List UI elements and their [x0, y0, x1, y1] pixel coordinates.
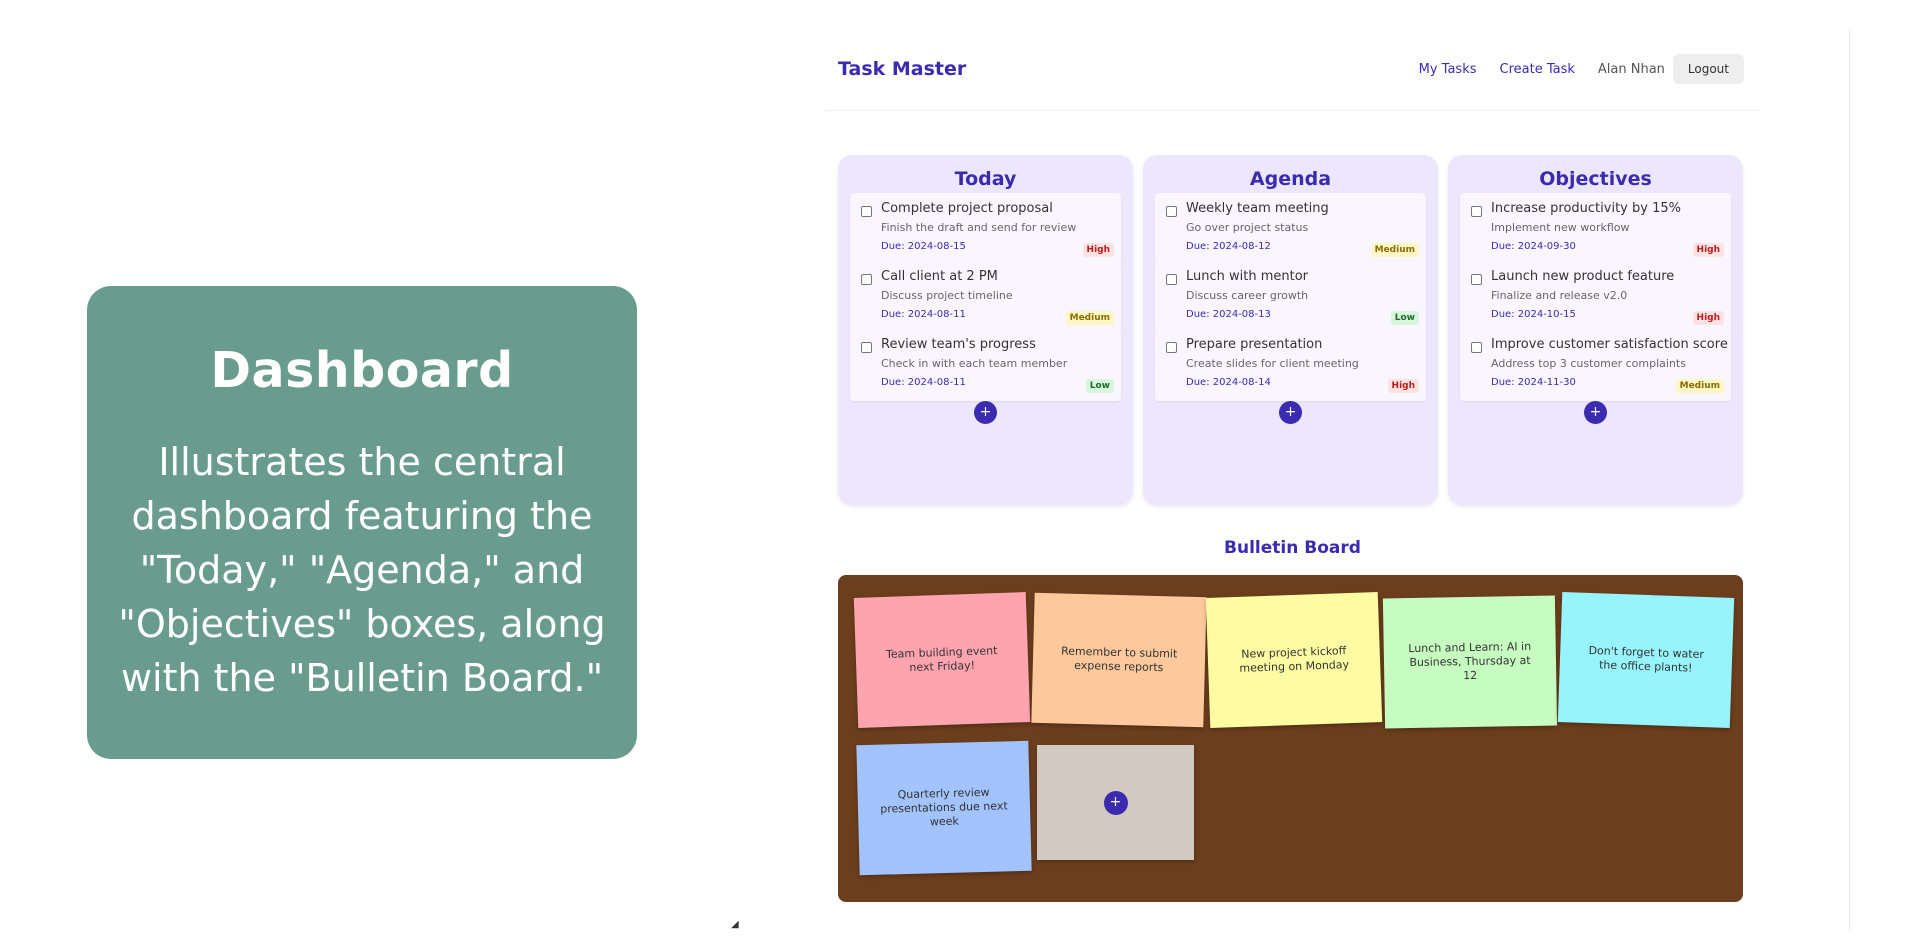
task-due-date: Due: 2024-08-12: [1186, 241, 1271, 252]
priority-badge: High: [1692, 243, 1724, 257]
task-card[interactable]: Launch new product feature Finalize and …: [1460, 261, 1731, 333]
task-due-date: Due: 2024-08-11: [881, 377, 966, 388]
task-title: Lunch with mentor: [1186, 269, 1309, 284]
task-card[interactable]: Increase productivity by 15% Implement n…: [1460, 193, 1731, 265]
add-task-button[interactable]: +: [974, 401, 997, 424]
add-task-button[interactable]: +: [1279, 401, 1302, 424]
task-description: Discuss project timeline: [881, 289, 1013, 302]
frame-divider: [1849, 30, 1850, 930]
task-title: Launch new product feature: [1491, 269, 1675, 284]
task-description: Address top 3 customer complaints: [1491, 357, 1686, 370]
task-due-date: Due: 2024-08-15: [881, 241, 966, 252]
task-description: Discuss career growth: [1186, 289, 1309, 302]
task-due-date: Due: 2024-09-30: [1491, 241, 1576, 252]
nav-my-tasks[interactable]: My Tasks: [1418, 61, 1477, 77]
box-title: Agenda: [1249, 168, 1332, 190]
task-description: Create slides for client meeting: [1186, 357, 1359, 370]
task-description: Go over project status: [1186, 221, 1309, 234]
add-note-button[interactable]: +: [1103, 790, 1128, 815]
task-card[interactable]: Complete project proposal Finish the dra…: [850, 193, 1121, 265]
task-title: Increase productivity by 15%: [1491, 201, 1681, 216]
task-due-date: Due: 2024-08-14: [1186, 377, 1271, 388]
priority-badge: High: [1692, 311, 1724, 325]
task-boxes: Today Complete project proposal Finish t…: [838, 155, 1743, 505]
task-checkbox[interactable]: [861, 274, 872, 285]
today-box: Today Complete project proposal Finish t…: [838, 155, 1133, 505]
sticky-note[interactable]: Don't forget to water the office plants!: [1557, 592, 1735, 728]
priority-badge: High: [1082, 243, 1114, 257]
task-card[interactable]: Improve customer satisfaction score Addr…: [1460, 329, 1731, 401]
objectives-box: Objectives Increase productivity by 15% …: [1448, 155, 1743, 505]
user-name: Alan Nhan: [1597, 61, 1665, 77]
top-nav: My Tasks Create Task Alan Nhan Logout: [1419, 54, 1744, 84]
task-checkbox[interactable]: [1166, 274, 1177, 285]
priority-badge: Medium: [1065, 311, 1114, 325]
task-due-date: Due: 2024-10-15: [1491, 309, 1576, 320]
task-card[interactable]: Call client at 2 PM Discuss project time…: [850, 261, 1121, 333]
sticky-note[interactable]: New project kickoff meeting on Monday: [1205, 592, 1383, 728]
task-title: Improve customer satisfaction score: [1491, 337, 1728, 352]
box-title: Today: [954, 168, 1017, 190]
task-checkbox[interactable]: [861, 206, 872, 217]
brand-logo[interactable]: Task Master: [838, 58, 967, 80]
task-title: Complete project proposal: [881, 201, 1053, 216]
caption-text: Illustrates the central dashboard featur…: [118, 440, 606, 700]
nav-create-task[interactable]: Create Task: [1499, 61, 1575, 77]
task-checkbox[interactable]: [1471, 206, 1482, 217]
sticky-note[interactable]: Quarterly review presentations due next …: [856, 740, 1032, 876]
agenda-box: Agenda Weekly team meeting Go over proje…: [1143, 155, 1438, 505]
sticky-note[interactable]: Lunch and Learn: AI in Business, Thursda…: [1382, 595, 1558, 729]
priority-badge: Low: [1390, 311, 1419, 325]
bulletin-board-title: Bulletin Board: [1224, 538, 1361, 558]
task-checkbox[interactable]: [1471, 274, 1482, 285]
task-due-date: Due: 2024-11-30: [1491, 377, 1576, 388]
task-card[interactable]: Weekly team meeting Go over project stat…: [1155, 193, 1426, 265]
task-title: Review team's progress: [881, 337, 1036, 352]
add-task-button[interactable]: +: [1584, 401, 1607, 424]
priority-badge: Medium: [1370, 243, 1419, 257]
bulletin-board: Team building event next Friday! Remembe…: [838, 575, 1743, 902]
app-window: Task Master My Tasks Create Task Alan Nh…: [825, 30, 1760, 930]
task-checkbox[interactable]: [1166, 342, 1177, 353]
task-card[interactable]: Lunch with mentor Discuss career growth …: [1155, 261, 1426, 333]
task-title: Weekly team meeting: [1186, 201, 1329, 216]
task-checkbox[interactable]: [1166, 206, 1177, 217]
task-description: Check in with each team member: [881, 357, 1068, 370]
task-card[interactable]: Prepare presentation Create slides for c…: [1155, 329, 1426, 401]
task-due-date: Due: 2024-08-13: [1186, 309, 1271, 320]
caption-title: Dashboard: [210, 342, 514, 399]
logout-button[interactable]: Logout: [1672, 54, 1744, 84]
priority-badge: Medium: [1675, 379, 1724, 393]
priority-badge: High: [1387, 379, 1419, 393]
mouse-cursor-icon: ◢: [731, 919, 739, 930]
task-description: Implement new workflow: [1491, 221, 1630, 234]
box-title: Objectives: [1539, 168, 1652, 190]
sticky-note[interactable]: Team building event next Friday!: [853, 592, 1031, 728]
task-title: Prepare presentation: [1186, 337, 1323, 352]
priority-badge: Low: [1085, 379, 1114, 393]
task-checkbox[interactable]: [861, 342, 872, 353]
add-note-tile[interactable]: +: [1037, 745, 1194, 860]
caption-card: Dashboard Illustrates the central dashbo…: [87, 286, 637, 759]
task-due-date: Due: 2024-08-11: [881, 309, 966, 320]
task-checkbox[interactable]: [1471, 342, 1482, 353]
task-title: Call client at 2 PM: [881, 269, 998, 284]
task-description: Finish the draft and send for review: [881, 221, 1077, 234]
task-description: Finalize and release v2.0: [1491, 289, 1628, 302]
sticky-note[interactable]: Remember to submit expense reports: [1031, 592, 1207, 728]
app-header: Task Master My Tasks Create Task Alan Nh…: [825, 30, 1760, 111]
task-card[interactable]: Review team's progress Check in with eac…: [850, 329, 1121, 401]
